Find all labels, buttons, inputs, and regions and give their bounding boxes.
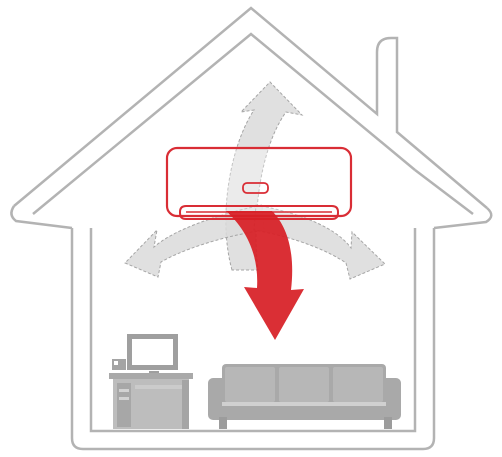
sofa-icon bbox=[208, 364, 401, 429]
computer-desk-icon bbox=[109, 334, 193, 429]
air-conditioner-icon bbox=[167, 148, 351, 219]
